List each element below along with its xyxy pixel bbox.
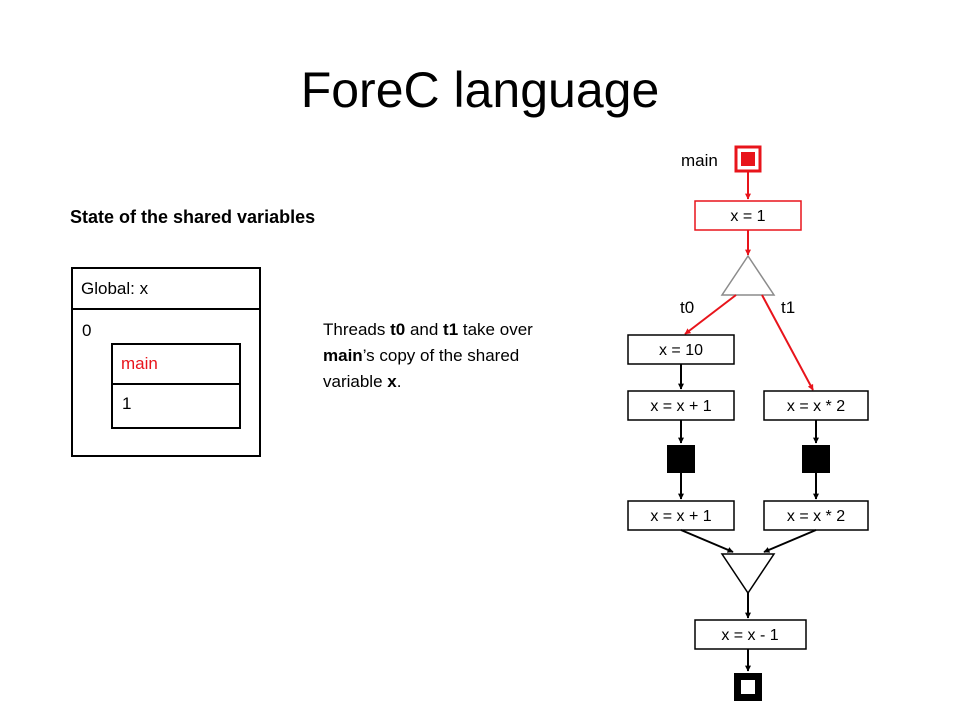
stmt-t1-1-text: x = x * 2 xyxy=(787,398,845,415)
end-node xyxy=(734,673,762,701)
note-thread-t0: t0 xyxy=(390,320,406,339)
pause-node-t0 xyxy=(667,445,695,473)
stmt-t0-1-box xyxy=(627,334,735,365)
stmt-main-text: x = 1 xyxy=(730,208,765,225)
main-copy-box: main 1 xyxy=(111,343,241,429)
main-copy-label: main xyxy=(113,345,239,385)
stmt-final-box xyxy=(694,619,807,650)
thread-t1-label: t1 xyxy=(781,298,795,317)
note-text: take over xyxy=(458,320,533,339)
edge-t1-to-join xyxy=(763,529,817,553)
edge-fork-to-t0 xyxy=(684,294,737,335)
note-variable-x: x xyxy=(387,372,397,391)
fork-node xyxy=(720,254,776,296)
stmt-t1-2-text: x = x * 2 xyxy=(787,508,845,525)
stmt-t1-2-box xyxy=(763,500,869,531)
join-node xyxy=(720,553,776,595)
slide-title: ForeC language xyxy=(300,62,660,118)
thread-t0-label: t0 xyxy=(680,298,694,317)
diagram-main-label: main xyxy=(681,151,718,170)
stmt-final-text: x = x - 1 xyxy=(721,627,778,644)
edge-fork-to-t1 xyxy=(761,294,814,391)
edge-t0-to-join xyxy=(680,529,734,553)
stmt-t0-2-text: x = x + 1 xyxy=(650,398,711,415)
stmt-main-box xyxy=(694,200,802,231)
global-variable-box: Global: x 0 main 1 xyxy=(71,267,261,457)
note-thread-t1: t1 xyxy=(443,320,459,339)
section-subtitle: State of the shared variables xyxy=(70,207,316,227)
stmt-t0-2-box xyxy=(627,390,735,421)
stmt-t1-1-box xyxy=(763,390,869,421)
global-variable-label: Global: x xyxy=(73,269,259,310)
note-text: Threads xyxy=(323,320,391,339)
pause-node-t1 xyxy=(802,445,830,473)
stmt-t0-3-box xyxy=(627,500,735,531)
note-text: ’s copy of the shared variable xyxy=(323,346,520,391)
stmt-t0-1-text: x = 10 xyxy=(659,342,703,359)
stmt-t0-3-text: x = x + 1 xyxy=(650,508,711,525)
note-text: . xyxy=(396,372,402,391)
main-copy-value: 1 xyxy=(122,394,132,413)
note-thread-main: main xyxy=(323,346,363,365)
global-variable-value: 0 xyxy=(82,321,92,340)
explanation-note: Threads t0 and t1 take over main’s copy … xyxy=(323,317,558,395)
note-text: and xyxy=(405,320,444,339)
start-node xyxy=(734,145,762,173)
